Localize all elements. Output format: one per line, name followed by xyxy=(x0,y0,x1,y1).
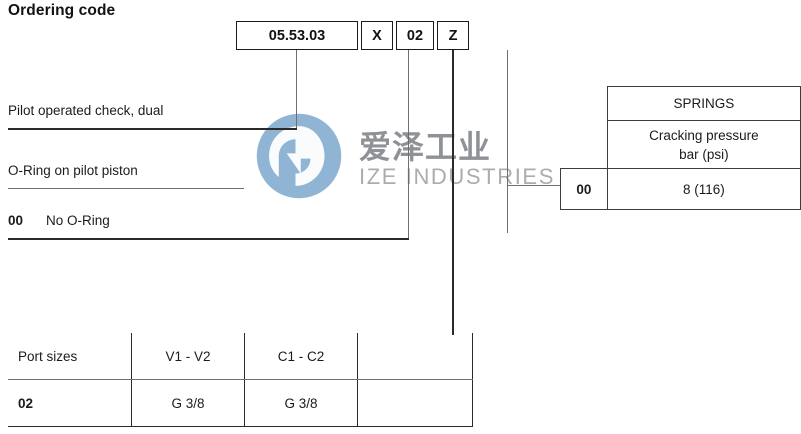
connector-seals-vertical xyxy=(408,50,410,239)
springs-data-row: 00 8 (116) xyxy=(560,168,801,210)
springs-title: SPRINGS xyxy=(606,86,801,121)
code-segment-series[interactable]: 05.53.03 xyxy=(236,21,358,50)
springs-subtitle-line2: bar (psi) xyxy=(679,146,729,162)
port-sizes-header-col3 xyxy=(357,333,473,380)
springs-header-row: SPRINGS xyxy=(561,86,801,121)
ordering-code-bar: 05.53.03 X 02 Z xyxy=(236,21,469,50)
connector-spring-vertical xyxy=(507,50,509,233)
connector-series-vertical xyxy=(296,50,298,129)
port-sizes-header-row: Port sizes V1 - V2 C1 - C2 xyxy=(8,333,473,380)
springs-header-spacer xyxy=(561,87,608,121)
springs-subtitle: Cracking pressure bar (psi) xyxy=(606,120,801,169)
description-no-o-ring-row: 00 No O-Ring xyxy=(8,213,110,228)
springs-subheader-spacer xyxy=(561,121,608,169)
code-segment-port-size[interactable]: 02 xyxy=(396,21,434,50)
description-pilot-operated-check: Pilot operated check, dual xyxy=(8,103,164,118)
port-sizes-header-label: Port sizes xyxy=(8,333,132,380)
rule-o-ring-pilot-piston xyxy=(8,188,244,190)
port-sizes-row-col3 xyxy=(357,379,473,427)
description-no-o-ring-label: No O-Ring xyxy=(46,213,110,228)
rule-no-o-ring xyxy=(8,238,409,240)
ize-industries-logo-icon xyxy=(256,113,342,199)
springs-table: SPRINGS Cracking pressure bar (psi) 00 8… xyxy=(560,86,801,210)
port-sizes-data-row: 02 G 3/8 G 3/8 xyxy=(8,379,473,427)
watermark-chinese-text: 爱泽工业 xyxy=(359,128,492,166)
rule-springs-row xyxy=(507,185,561,187)
rule-pilot-operated-check xyxy=(8,128,297,130)
port-sizes-row-code: 02 xyxy=(8,379,132,427)
description-o-ring-pilot-piston: O-Ring on pilot piston xyxy=(8,163,138,178)
port-sizes-table: Port sizes V1 - V2 C1 - C2 02 G 3/8 G 3/… xyxy=(8,333,473,427)
code-segment-seals[interactable]: X xyxy=(361,21,393,50)
page-title: Ordering code xyxy=(8,2,116,19)
springs-row-value: 8 (116) xyxy=(606,168,801,210)
connector-port-size-vertical xyxy=(452,50,454,335)
description-no-o-ring-code: 00 xyxy=(8,213,24,228)
port-sizes-header-col2: C1 - C2 xyxy=(244,333,358,380)
code-segment-spring[interactable]: Z xyxy=(437,21,469,50)
port-sizes-header-col1: V1 - V2 xyxy=(131,333,245,380)
port-sizes-row-col2: G 3/8 xyxy=(244,379,358,427)
port-sizes-row-col1: G 3/8 xyxy=(131,379,245,427)
springs-row-code: 00 xyxy=(560,168,608,210)
springs-subtitle-line1: Cracking pressure xyxy=(649,127,759,143)
springs-subheader-row: Cracking pressure bar (psi) xyxy=(561,120,801,169)
